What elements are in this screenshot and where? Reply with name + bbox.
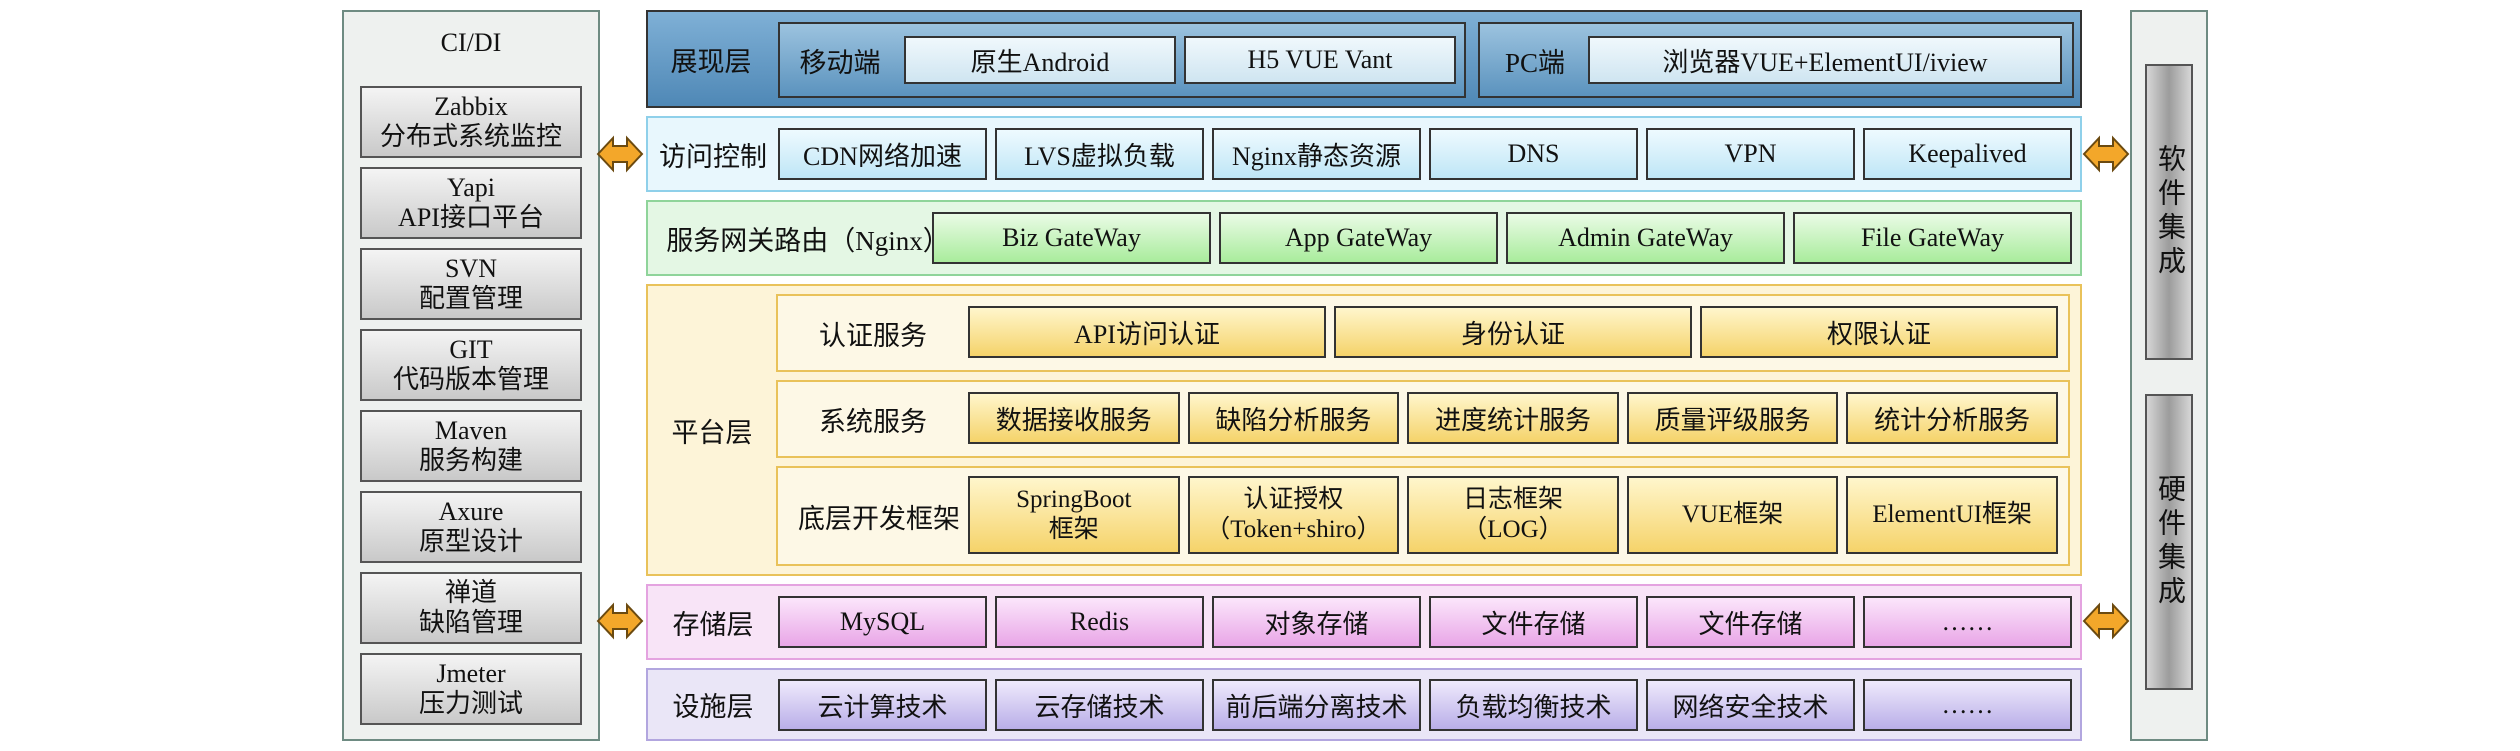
gateway-item: Biz GateWay <box>932 212 1211 264</box>
infrastructure-item: 云计算技术 <box>778 679 987 731</box>
infrastructure-item: 负载均衡技术 <box>1429 679 1638 731</box>
auth-service-item: API访问认证 <box>968 306 1326 358</box>
ci-di-tool-name: Maven <box>434 416 508 445</box>
ci-di-tool-desc: 缺陷管理 <box>418 608 523 637</box>
presentation-layer-label: 展现层 <box>670 46 752 77</box>
ci-di-tool-desc: 原型设计 <box>418 527 523 556</box>
storage-item: MySQL <box>778 596 987 648</box>
storage-item: 文件存储 <box>1429 596 1638 648</box>
hardware-integration-pill: 硬件集成 <box>2145 394 2193 690</box>
framework-label: 底层开发框架 <box>798 503 960 534</box>
framework-item: ElementUI框架 <box>1846 476 2058 554</box>
gateway-item: Admin GateWay <box>1506 212 1785 264</box>
pc-item-browser: 浏览器VUE+ElementUI/iview <box>1588 36 2062 84</box>
ci-di-tool-desc: 压力测试 <box>418 689 523 718</box>
gateway-item: App GateWay <box>1219 212 1498 264</box>
framework-item-title: ElementUI框架 <box>1872 501 2033 528</box>
left-top-double-arrow-icon <box>596 135 644 173</box>
gateway-item: File GateWay <box>1793 212 2072 264</box>
pc-label: PC端 <box>1504 47 1566 78</box>
storage-item: Redis <box>995 596 1204 648</box>
ci-di-tool-name: Zabbix <box>434 92 508 121</box>
right-bottom-double-arrow-icon <box>2082 602 2130 640</box>
presentation-layer: 展现层 移动端 原生Android H5 VUE Vant PC端 浏览器VUE… <box>646 10 2082 108</box>
storage-item: 对象存储 <box>1212 596 1421 648</box>
framework-item-subtitle: （Token+shiro） <box>1205 516 1382 543</box>
storage-item: 文件存储 <box>1646 596 1855 648</box>
framework-item-subtitle: 框架 <box>1048 516 1099 543</box>
platform-label: 平台层 <box>671 417 753 448</box>
access-control-item: Keepalived <box>1863 128 2072 180</box>
ci-di-tool-desc: API接口平台 <box>398 203 544 232</box>
ci-di-tool-name: Axure <box>438 497 504 526</box>
pc-group: PC端 浏览器VUE+ElementUI/iview <box>1478 22 2074 98</box>
infrastructure-item: 网络安全技术 <box>1646 679 1855 731</box>
ci-di-tool-name: SVN <box>444 254 497 283</box>
infrastructure-item: 云存储技术 <box>995 679 1204 731</box>
infrastructure-label: 设施层 <box>672 692 754 722</box>
ci-di-tool-desc: 代码版本管理 <box>392 365 549 394</box>
access-control-item: Nginx静态资源 <box>1212 128 1421 180</box>
framework-item-subtitle: （LOG） <box>1462 516 1564 543</box>
framework-item: 日志框架 （LOG） <box>1407 476 1619 554</box>
storage-item: …… <box>1863 596 2072 648</box>
ci-di-tool-desc: 服务构建 <box>418 446 523 475</box>
framework-item: 认证授权 （Token+shiro） <box>1187 476 1400 554</box>
left-bottom-double-arrow-icon <box>596 602 644 640</box>
framework-item: SpringBoot 框架 <box>968 476 1180 554</box>
ci-di-tool-desc: 分布式系统监控 <box>379 122 562 151</box>
infrastructure-item: …… <box>1863 679 2072 731</box>
access-control-label: 访问控制 <box>659 141 767 172</box>
framework-item-title: 日志框架 <box>1462 486 1563 513</box>
gateway-label: 服务网关路由（Nginx） <box>666 225 950 256</box>
software-integration-label: 软件集成 <box>2154 144 2185 280</box>
ci-di-tool-name: Yapi <box>447 173 495 202</box>
system-service-item: 缺陷分析服务 <box>1187 392 1400 444</box>
ci-di-tool-desc: 配置管理 <box>418 284 523 313</box>
system-service-item: 进度统计服务 <box>1407 392 1619 444</box>
auth-service-item: 身份认证 <box>1334 306 1692 358</box>
access-control-item: DNS <box>1429 128 1638 180</box>
right-top-double-arrow-icon <box>2082 135 2130 173</box>
access-control-item: VPN <box>1646 128 1855 180</box>
mobile-label: 移动端 <box>799 47 881 78</box>
ci-di-tool-item: 禅道缺陷管理 <box>360 572 582 644</box>
access-control-item: LVS虚拟负载 <box>995 128 1204 180</box>
auth-service-item: 权限认证 <box>1700 306 2058 358</box>
system-service-item: 数据接收服务 <box>968 392 1180 444</box>
mobile-item-h5-vue-vant: H5 VUE Vant <box>1184 36 1456 84</box>
framework-item: VUE框架 <box>1626 476 1839 554</box>
software-integration-pill: 软件集成 <box>2145 64 2193 360</box>
access-control-item: CDN网络加速 <box>778 128 987 180</box>
ci-di-tool-name: GIT <box>449 335 493 364</box>
system-service-item: 质量评级服务 <box>1626 392 1839 444</box>
framework-item-title: 认证授权 <box>1243 486 1344 513</box>
hardware-integration-label: 硬件集成 <box>2154 474 2185 610</box>
mobile-group: 移动端 原生Android H5 VUE Vant <box>778 22 1466 98</box>
system-service-label: 系统服务 <box>819 406 927 437</box>
mobile-item-android: 原生Android <box>904 36 1176 84</box>
ci-di-tool-name: Jmeter <box>436 659 506 688</box>
framework-item-title: VUE框架 <box>1681 501 1784 528</box>
ci-di-tool-name: 禅道 <box>444 578 497 607</box>
storage-label: 存储层 <box>672 609 754 640</box>
system-service-item: 统计分析服务 <box>1846 392 2058 444</box>
ci-di-title: CI/DI <box>440 28 502 57</box>
infrastructure-item: 前后端分离技术 <box>1212 679 1421 731</box>
auth-service-label: 认证服务 <box>819 320 927 351</box>
framework-item-title: SpringBoot <box>1016 486 1132 513</box>
